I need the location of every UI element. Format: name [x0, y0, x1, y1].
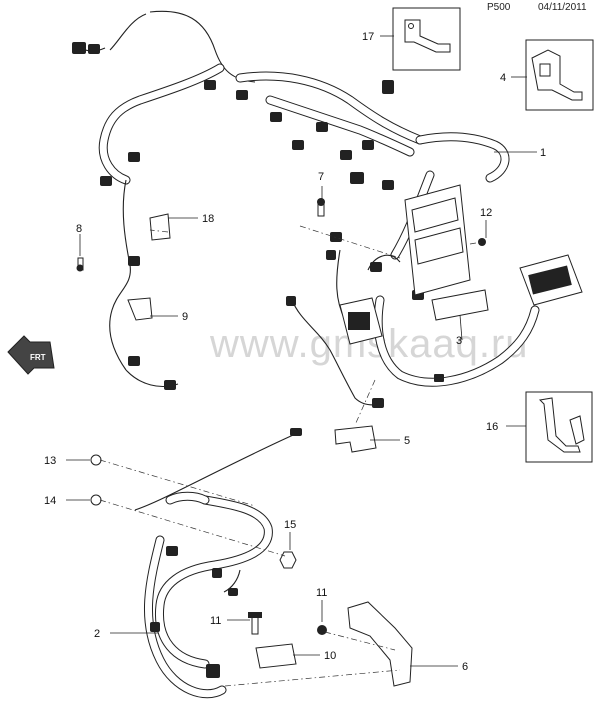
- callout-13: 13: [44, 455, 56, 467]
- nut-15[interactable]: [279, 551, 297, 569]
- callout-8: 8: [76, 223, 82, 235]
- callout-9: 9: [182, 311, 188, 323]
- clip-13[interactable]: [90, 454, 102, 466]
- inset-part-4[interactable]: [525, 39, 594, 111]
- callout-3: 3: [456, 335, 462, 347]
- fastener-11a[interactable]: [248, 612, 262, 635]
- callout-numbers: 1 2 3 4 5 6 7 8 9 10 11 11 12 13 14 15 1…: [44, 31, 546, 673]
- callout-14: 14: [44, 495, 56, 507]
- callout-12: 12: [480, 207, 492, 219]
- inset-part-16[interactable]: [525, 391, 593, 463]
- callout-11a: 11: [210, 615, 221, 627]
- clip-9[interactable]: [127, 297, 153, 321]
- bracket-18[interactable]: [149, 213, 171, 241]
- bracket-10[interactable]: [255, 643, 297, 669]
- front-label: FRT: [30, 353, 46, 362]
- bracket-5[interactable]: [334, 425, 377, 453]
- inset-part-17[interactable]: [392, 7, 461, 71]
- fuse-relay-block[interactable]: [339, 184, 471, 345]
- bracket-3[interactable]: [431, 289, 489, 321]
- fastener-7[interactable]: [317, 198, 325, 217]
- fastener-12[interactable]: [478, 238, 486, 246]
- lower-harness-connectors: [150, 428, 302, 678]
- callout-17: 17: [362, 31, 374, 43]
- callout-7: 7: [318, 171, 324, 183]
- clip-14[interactable]: [90, 494, 102, 506]
- callout-2: 2: [94, 628, 100, 640]
- leader-lines: [66, 35, 537, 667]
- callout-18: 18: [202, 213, 214, 225]
- fastener-8[interactable]: [76, 257, 84, 272]
- ecm-connector[interactable]: [519, 254, 583, 306]
- page-date: 04/11/2011: [538, 2, 587, 13]
- upper-engine-harness[interactable]: [79, 10, 540, 406]
- callout-11b: 11: [316, 587, 327, 599]
- bracket-6[interactable]: [347, 601, 413, 687]
- alignment-lines: [99, 225, 483, 687]
- page-code: P500: [487, 2, 511, 13]
- front-direction-arrow: FRT: [7, 335, 55, 375]
- callout-6: 6: [462, 661, 468, 673]
- callout-4: 4: [500, 72, 506, 84]
- lower-battery-harness[interactable]: [134, 431, 301, 699]
- fastener-11b[interactable]: [317, 625, 327, 635]
- callout-16: 16: [486, 421, 498, 433]
- callout-15: 15: [284, 519, 296, 531]
- callout-10: 10: [324, 650, 336, 662]
- callout-5: 5: [404, 435, 410, 447]
- callout-1: 1: [540, 147, 546, 159]
